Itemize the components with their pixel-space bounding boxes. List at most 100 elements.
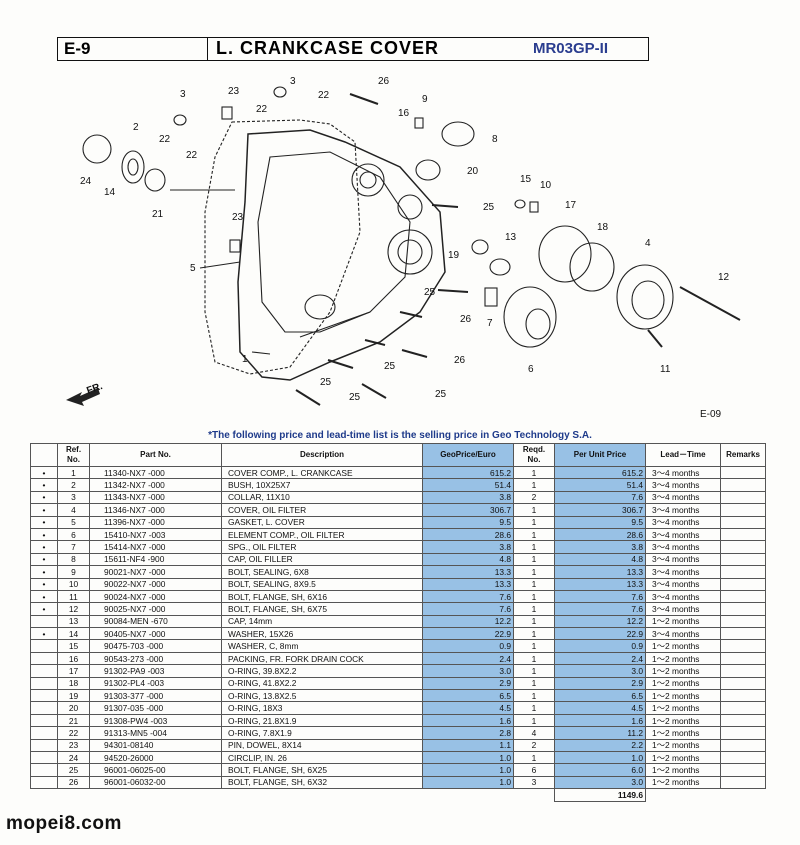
geo-price: 7.6 (422, 602, 514, 616)
callout-number: 15 (520, 174, 532, 185)
per-unit-price: 7.6 (554, 490, 646, 505)
ref-number: 2 (57, 478, 90, 492)
row-mark: • (30, 565, 58, 579)
per-unit-price: 1.6 (554, 713, 646, 728)
per-unit-price: 615.2 (554, 465, 646, 480)
col-qty: Reqd. No. (513, 443, 555, 467)
col-ref: Ref. No. (57, 443, 90, 467)
parts-price-table: Ref. No. Part No. Description GeoPrice/E… (30, 443, 766, 803)
part-description: O-RING, 13.8X2.5 (221, 689, 423, 703)
callout-number: 24 (80, 176, 92, 187)
callout-number: 13 (505, 232, 517, 243)
part-number: 91302-PL4 -003 (89, 676, 222, 691)
required-qty: 1 (513, 676, 555, 691)
geo-price: 51.4 (422, 478, 514, 492)
oil-filter-element (503, 286, 557, 348)
callout-number: 1 (242, 354, 248, 365)
geo-price: 1.0 (422, 775, 514, 790)
ref-number: 26 (57, 775, 90, 790)
o-ring-17 (538, 225, 592, 283)
part-description: COVER COMP., L. CRANKCASE (221, 465, 423, 480)
lead-time: 1～2 months (645, 651, 721, 666)
part-number: 15410-NX7 -003 (89, 527, 222, 542)
crankcase-cover-outline (237, 129, 446, 381)
geo-price: 28.6 (422, 527, 514, 542)
lead-time: 1～2 months (645, 664, 721, 678)
geo-price: 3.0 (422, 664, 514, 678)
lead-time: 1～2 months (645, 750, 721, 765)
part-description: WASHER, 15X26 (221, 627, 423, 641)
required-qty: 1 (513, 651, 555, 666)
part-number: 91313-MN5 -004 (89, 726, 222, 740)
ref-number: 12 (57, 602, 90, 616)
remarks (720, 750, 766, 765)
row-mark: • (30, 503, 58, 517)
geo-price: 1.0 (422, 750, 514, 765)
callout-number: 23 (228, 86, 240, 97)
row-mark (30, 775, 58, 790)
lead-time: 3～4 months (645, 589, 721, 604)
required-qty: 1 (513, 503, 555, 517)
part-description: BOLT, FLANGE, SH, 6X25 (221, 763, 423, 777)
geo-price: 9.5 (422, 515, 514, 529)
geo-price: 6.5 (422, 689, 514, 703)
part-description: O-RING, 18X3 (221, 701, 423, 715)
geo-price: 3.8 (422, 490, 514, 505)
part-description: BUSH, 10X25X7 (221, 478, 423, 492)
row-mark (30, 726, 58, 740)
required-qty: 1 (513, 750, 555, 765)
o-ring-18 (569, 242, 615, 292)
row-mark (30, 763, 58, 777)
part-number: 90021-NX7 -000 (89, 565, 222, 579)
lead-time: 1～2 months (645, 639, 721, 653)
part-description: BOLT, FLANGE, SH, 6X32 (221, 775, 423, 790)
lead-time: 3～4 months (645, 552, 721, 567)
remarks (720, 602, 766, 616)
lead-time: 3～4 months (645, 527, 721, 542)
ref-number: 7 (57, 540, 90, 554)
part-number: 96001-06025-00 (89, 763, 222, 777)
ref-number: 1 (57, 465, 90, 480)
row-mark (30, 713, 58, 728)
required-qty: 1 (513, 478, 555, 492)
part-description: COVER, OIL FILTER (221, 503, 423, 517)
callout-number: 14 (104, 187, 116, 198)
lead-time: 3～4 months (645, 503, 721, 517)
per-unit-price: 13.3 (554, 577, 646, 591)
part-description: GASKET, L. COVER (221, 515, 423, 529)
required-qty: 1 (513, 639, 555, 653)
callout-number: 2 (133, 122, 139, 133)
lead-time: 1～2 months (645, 713, 721, 728)
remarks (720, 627, 766, 641)
oil-filter-cover (616, 264, 674, 330)
callout-number: 12 (718, 272, 730, 283)
lead-time: 3～4 months (645, 465, 721, 480)
row-mark: • (30, 515, 58, 529)
part-number: 96001-06032-00 (89, 775, 222, 790)
per-unit-price: 2.2 (554, 738, 646, 753)
oil-filler-cap (441, 121, 475, 147)
row-mark: • (30, 577, 58, 591)
callout-number: 22 (256, 104, 268, 115)
ref-number: 14 (57, 627, 90, 641)
lead-time: 1～2 months (645, 689, 721, 703)
row-mark (30, 750, 58, 765)
row-mark (30, 701, 58, 715)
remarks (720, 527, 766, 542)
callout-number: 6 (528, 364, 534, 375)
part-description: BOLT, FLANGE, SH, 6X16 (221, 589, 423, 604)
geo-price: 4.5 (422, 701, 514, 715)
col-unit-price: Per Unit Price (554, 443, 646, 467)
geo-price: 7.6 (422, 589, 514, 604)
geo-price: 2.4 (422, 651, 514, 666)
part-number: 11342-NX7 -000 (89, 478, 222, 492)
remarks (720, 664, 766, 678)
